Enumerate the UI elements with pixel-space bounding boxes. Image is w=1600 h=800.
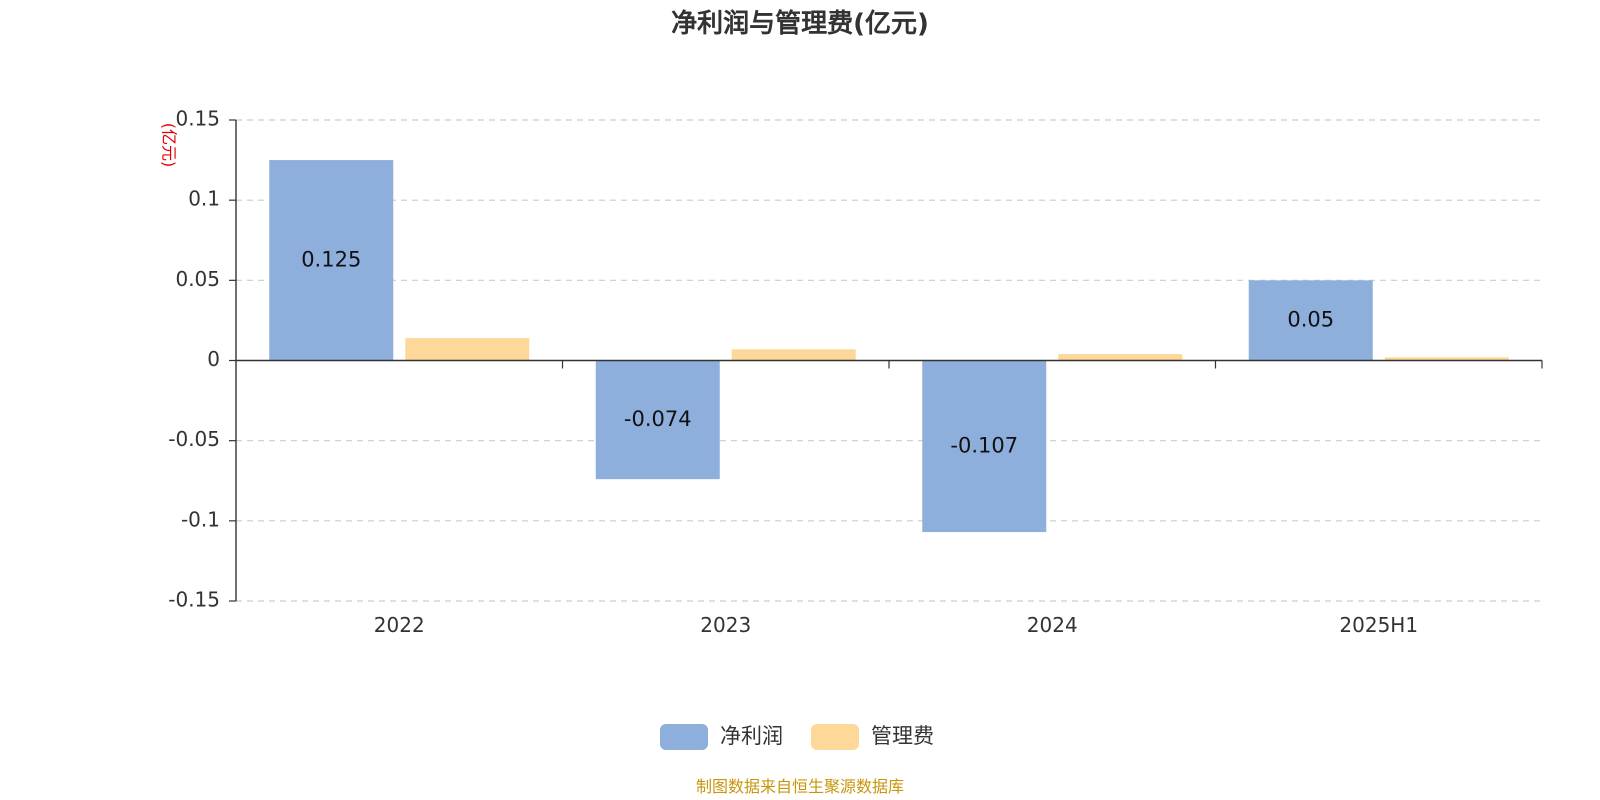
- x-tick-label: 2022: [374, 613, 425, 637]
- bar-net-profit-2023: [595, 360, 720, 480]
- legend-swatch: [811, 724, 859, 750]
- x-tick-label: 2025H1: [1339, 613, 1418, 637]
- x-tick-label: 2024: [1027, 613, 1078, 637]
- bar-net-profit-2024: [922, 360, 1047, 533]
- y-tick-label: -0.05: [168, 427, 220, 451]
- axes: 0.15 0.1 0.05 0 -0.05 -0.1 -0.15 2022 2023 2024 20…: [168, 107, 1543, 637]
- data-label: 0.05: [1287, 307, 1334, 331]
- bar-admin-expense-2024: [1058, 354, 1183, 361]
- y-tick-label: 0: [207, 347, 220, 371]
- bar-net-profit-2025H1: [1248, 280, 1373, 361]
- bar-admin-expense-2022: [405, 338, 530, 361]
- legend-label: 净利润: [720, 724, 783, 748]
- bar-admin-expense-2025H1: [1384, 357, 1509, 361]
- chart-title: 净利润与管理费(亿元): [671, 8, 929, 39]
- bar-net-profit-2022: [269, 160, 394, 361]
- bars: [269, 160, 1509, 533]
- y-axis-unit: (亿元): [160, 123, 179, 168]
- source-note: 制图数据来自恒生聚源数据库: [696, 777, 904, 796]
- y-tick-label: 0.1: [188, 187, 220, 211]
- y-tick-label: 0.05: [175, 267, 220, 291]
- legend: 净利润 管理费: [660, 724, 934, 750]
- y-tick-label: 0.15: [175, 107, 220, 131]
- legend-label: 管理费: [871, 724, 934, 748]
- y-tick-label: -0.1: [181, 507, 220, 531]
- data-label: -0.107: [950, 433, 1018, 457]
- bar-admin-expense-2023: [731, 349, 856, 361]
- grid-lines: [236, 119, 1542, 602]
- data-label: -0.074: [624, 407, 692, 431]
- data-labels: 0.125 -0.074 -0.107 0.05: [301, 247, 1334, 457]
- data-label: 0.125: [301, 247, 361, 271]
- legend-swatch: [660, 724, 708, 750]
- x-tick-label: 2023: [700, 613, 751, 637]
- y-tick-label: -0.15: [168, 588, 220, 612]
